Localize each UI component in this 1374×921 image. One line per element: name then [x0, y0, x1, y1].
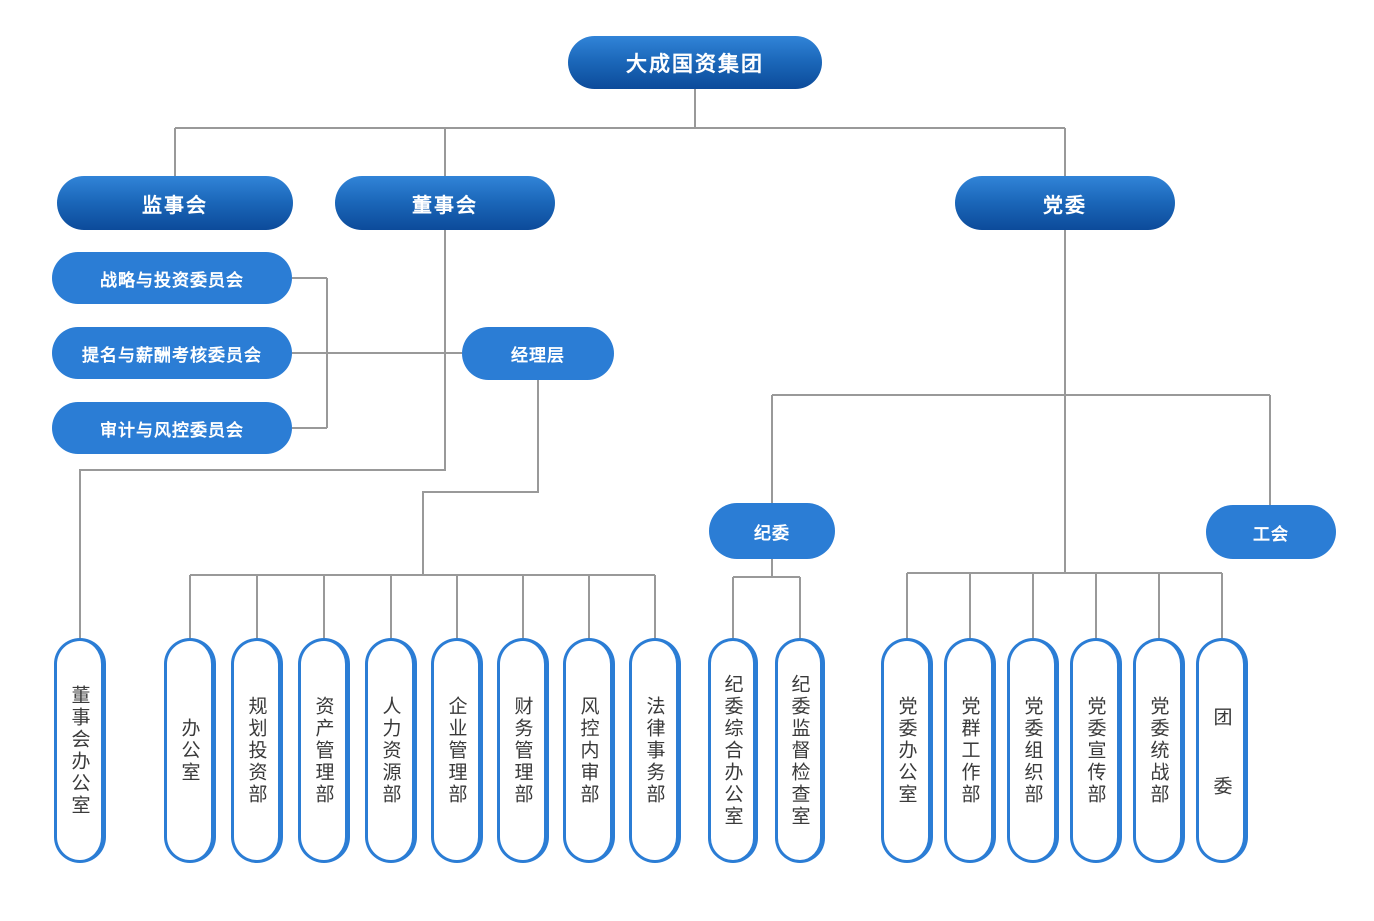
node-risk-audit-dept: 风控内审部: [563, 638, 615, 863]
node-finance-dept: 财务管理部: [497, 638, 549, 863]
connector-root: [174, 89, 1066, 176]
node-risk-audit-dept-label: 风控内审部: [577, 695, 599, 806]
node-youth-league-committee-label: 团委: [1210, 706, 1232, 845]
node-party-mass-work-dept: 党群工作部: [944, 638, 996, 863]
node-asset-management-dept: 资产管理部: [298, 638, 350, 863]
connector-committees: [292, 277, 462, 429]
connector-management: [189, 380, 656, 638]
node-enterprise-management-dept-label: 企业管理部: [445, 695, 467, 806]
node-party-mass-work-dept-label: 党群工作部: [958, 695, 980, 806]
node-planning-investment-dept: 规划投资部: [231, 638, 283, 863]
node-human-resources-dept-label: 人力资源部: [379, 695, 401, 806]
node-legal-affairs-dept-label: 法律事务部: [643, 695, 665, 806]
node-planning-investment-dept-label: 规划投资部: [245, 695, 267, 806]
node-finance-dept-label: 财务管理部: [511, 695, 533, 806]
node-enterprise-management-dept: 企业管理部: [431, 638, 483, 863]
node-discipline-general-office-label: 纪委综合办公室: [721, 673, 743, 828]
node-party-publicity-dept: 党委宣传部: [1070, 638, 1122, 863]
node-board-office: 董事会办公室: [54, 638, 106, 863]
node-root: 大成国资集团: [568, 36, 822, 89]
node-audit-risk-committee: 审计与风控委员会: [52, 402, 292, 454]
node-board-office-label: 董事会办公室: [68, 684, 90, 817]
node-nomination-compensation-committee: 提名与薪酬考核委员会: [52, 327, 292, 379]
node-supervisory-board: 监事会: [57, 176, 293, 230]
node-management-team: 经理层: [462, 327, 614, 380]
node-party-united-front-dept-label: 党委统战部: [1147, 695, 1169, 806]
node-party-organization-dept: 党委组织部: [1007, 638, 1059, 863]
node-legal-affairs-dept: 法律事务部: [629, 638, 681, 863]
connector-discipline: [732, 559, 801, 638]
node-discipline-committee: 纪委: [709, 503, 835, 559]
connector-board-office: [79, 230, 446, 638]
node-board-of-directors: 董事会: [335, 176, 555, 230]
node-party-publicity-dept-label: 党委宣传部: [1084, 695, 1106, 806]
node-party-office: 党委办公室: [881, 638, 933, 863]
node-general-office: 办公室: [164, 638, 216, 863]
node-party-committee: 党委: [955, 176, 1175, 230]
node-discipline-supervision-office: 纪委监督检查室: [775, 638, 825, 863]
node-labor-union: 工会: [1206, 505, 1336, 559]
node-youth-league-committee: 团委: [1196, 638, 1248, 863]
node-party-united-front-dept: 党委统战部: [1133, 638, 1185, 863]
node-strategy-investment-committee: 战略与投资委员会: [52, 252, 292, 304]
node-discipline-supervision-office-label: 纪委监督检查室: [788, 673, 810, 828]
node-general-office-label: 办公室: [178, 717, 200, 784]
node-human-resources-dept: 人力资源部: [365, 638, 417, 863]
node-party-organization-dept-label: 党委组织部: [1021, 695, 1043, 806]
node-asset-management-dept-label: 资产管理部: [312, 695, 334, 806]
connector-party: [771, 230, 1271, 638]
node-party-office-label: 党委办公室: [895, 695, 917, 806]
node-discipline-general-office: 纪委综合办公室: [708, 638, 758, 863]
